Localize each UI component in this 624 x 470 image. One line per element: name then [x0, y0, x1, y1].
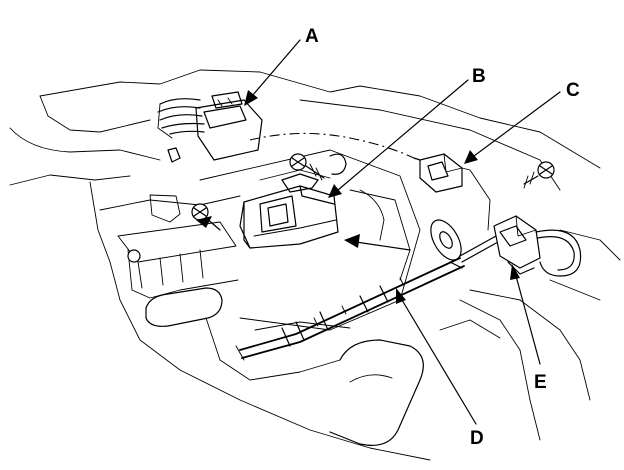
- bolt-right: [523, 161, 555, 189]
- leader-d: [396, 288, 477, 425]
- arrow-to-bracket: [344, 234, 411, 251]
- connector-a: [157, 91, 263, 163]
- leader-a: [244, 39, 301, 106]
- leader-c: [464, 91, 561, 164]
- leader-e: [510, 264, 541, 365]
- clip-near-bolt: [329, 153, 347, 175]
- connector-c: [413, 153, 463, 193]
- routing-dash-line: [249, 132, 419, 161]
- callout-label-e: E: [534, 372, 547, 393]
- callout-label-c: C: [566, 80, 580, 101]
- bracket-b: [239, 173, 339, 249]
- callout-label-a: A: [305, 26, 319, 47]
- arrow-to-bolt-left: [196, 216, 212, 228]
- bolt-lower-left: [127, 249, 141, 263]
- leader-b: [328, 79, 469, 198]
- callout-label-b: B: [472, 66, 486, 87]
- callout-label-d: D: [470, 428, 484, 449]
- sensor-rod-d: [235, 219, 465, 361]
- engine-background: [9, 69, 621, 461]
- connector-e: [459, 215, 582, 277]
- bolt-upper: [289, 153, 325, 181]
